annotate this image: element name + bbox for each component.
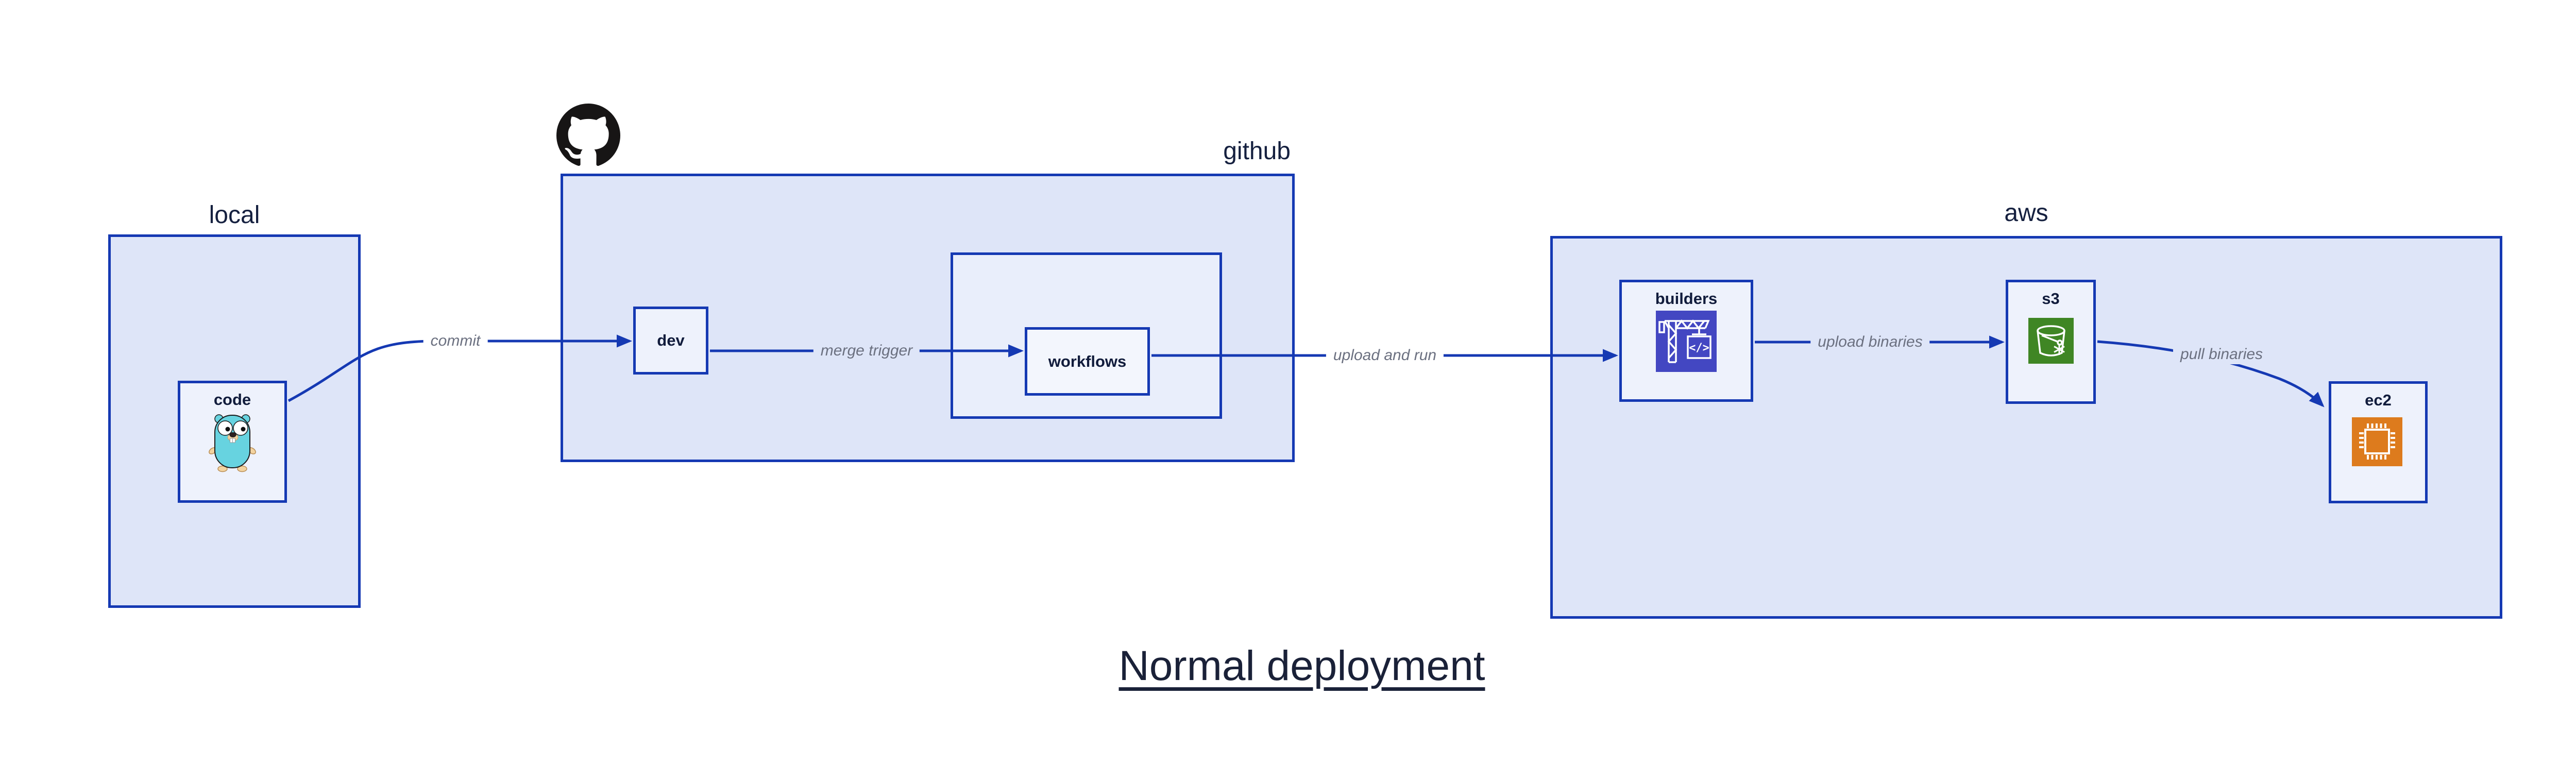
node-label-dev: dev	[657, 331, 685, 349]
node-box-workflows: workflows	[1025, 327, 1150, 396]
node-box-s3: s3	[2006, 280, 2096, 404]
node-box-builders: builders	[1619, 280, 1753, 402]
node-label-code: code	[213, 390, 251, 409]
edge-label-upload-and-run: upload and run	[1326, 346, 1444, 365]
group-label-local: local	[209, 201, 260, 229]
diagram-title: Normal deployment	[1118, 642, 1485, 689]
edge-label-merge-trigger: merge trigger	[813, 341, 920, 361]
edge-label-upload-binaries: upload binaries	[1810, 332, 1930, 352]
group-label-github: github	[1223, 138, 1291, 165]
node-box-ec2: ec2	[2329, 381, 2428, 503]
group-label-aws: aws	[2004, 199, 2048, 227]
node-label-s3: s3	[2042, 290, 2060, 308]
node-box-dev: dev	[633, 307, 708, 375]
node-label-ec2: ec2	[2365, 391, 2392, 409]
edge-label-commit: commit	[423, 331, 488, 351]
node-box-code: code	[178, 381, 287, 503]
node-label-workflows: workflows	[1048, 352, 1127, 370]
node-label-builders: builders	[1655, 290, 1718, 308]
edge-label-pull-binaries: pull binaries	[2173, 345, 2270, 364]
